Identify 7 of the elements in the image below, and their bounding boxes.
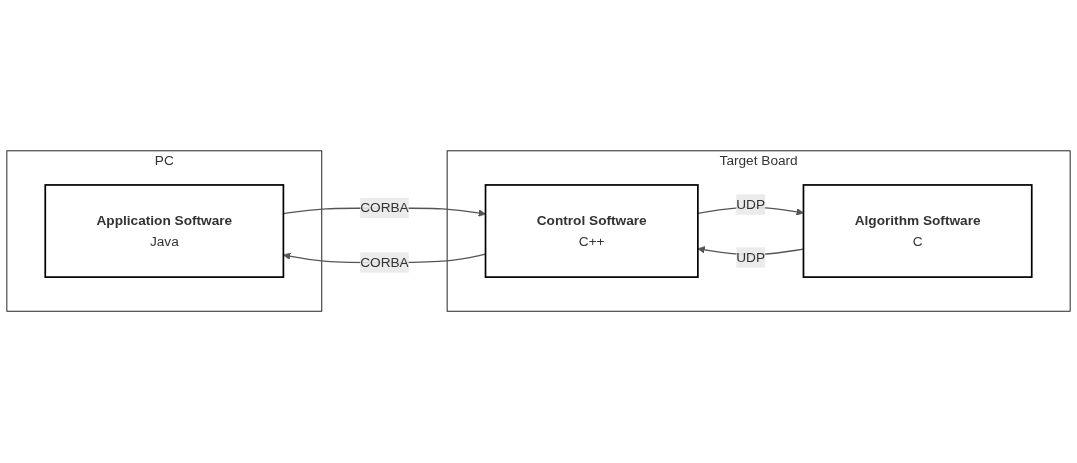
edge-label: CORBA [360, 255, 409, 270]
node-box: Application Software Java [44, 184, 285, 279]
edge-label: UDP [736, 197, 766, 212]
node-box: Control Software C++ [484, 184, 699, 279]
edge-label: CORBA [360, 200, 409, 216]
node-box: Algorithm Software C [802, 184, 1033, 279]
edge-label: UDP [736, 250, 766, 265]
